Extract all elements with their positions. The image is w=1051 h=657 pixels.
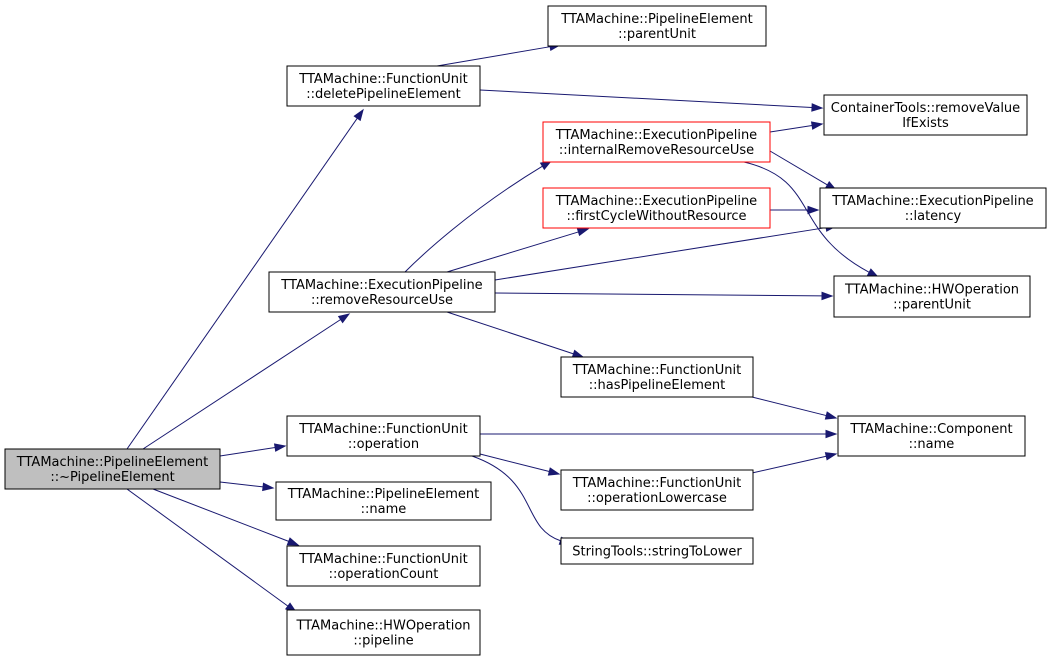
node-label-line: ::removeResourceUse <box>311 293 453 308</box>
node-label-line: TTAMachine::HWOperation <box>295 619 470 634</box>
node-label-line: TTAMachine::FunctionUnit <box>572 363 741 378</box>
node-label-line: StringTools::stringToLower <box>572 545 742 560</box>
edge-ep_internalRemoveResourceUse-to-ep_latency <box>769 150 838 191</box>
node-label-line: ::operationLowercase <box>587 491 727 506</box>
node-comp-name[interactable]: TTAMachine::Component::name <box>837 415 1026 457</box>
edges-layer <box>126 42 880 613</box>
node-label-line: TTAMachine::FunctionUnit <box>298 552 467 567</box>
node-fu-hasPipelineElement[interactable]: TTAMachine::FunctionUnit::hasPipelineEle… <box>560 356 754 398</box>
edge-fu_deletePipelineElement-to-ct_removeValueIfExists <box>479 89 824 112</box>
edge-ep_removeResourceUse-to-ep_internalRemoveResourceUse <box>404 160 553 273</box>
node-ep-internalRemoveResourceUse[interactable]: TTAMachine::ExecutionPipeline::internalR… <box>542 121 771 163</box>
edge-fu_operation-to-fu_operationLowercase <box>479 453 561 476</box>
node-label-line: ::parentUnit <box>893 298 971 313</box>
edge-ep_firstCycleWithoutResource-to-ep_latency <box>770 205 820 215</box>
edge-root-to-hwop_pipeline <box>126 488 298 613</box>
node-box <box>547 5 767 47</box>
node-fu-deletePipelineElement[interactable]: TTAMachine::FunctionUnit::deletePipeline… <box>286 65 481 107</box>
node-label-line: ::internalRemoveResourceUse <box>559 143 754 158</box>
node-hwop-parentUnit[interactable]: TTAMachine::HWOperation::parentUnit <box>833 275 1031 318</box>
edge-root-to-ep_removeResourceUse <box>142 313 351 450</box>
node-pe-parentUnit[interactable]: TTAMachine::PipelineElement::parentUnit <box>547 5 767 47</box>
node-label-line: ::pipeline <box>353 634 413 649</box>
node-label-line: TTAMachine::PipelineElement <box>560 12 752 27</box>
node-box <box>542 121 771 163</box>
edge-ep_removeResourceUse-to-fu_hasPipelineElement <box>446 311 585 358</box>
node-box <box>286 65 481 107</box>
node-fu-operationCount[interactable]: TTAMachine::FunctionUnit::operationCount <box>286 545 481 587</box>
node-box <box>542 187 771 229</box>
edge-fu_operationLowercase-to-comp_name <box>751 452 838 474</box>
edge-fu_hasPipelineElement-to-comp_name <box>751 396 838 420</box>
node-label-line: ::latency <box>905 209 962 224</box>
node-label-line: ::name <box>909 437 955 452</box>
node-hwop-pipeline[interactable]: TTAMachine::HWOperation::pipeline <box>286 609 481 656</box>
edge-fu_deletePipelineElement-to-pe_parentUnit <box>436 42 562 67</box>
node-root[interactable]: TTAMachine::PipelineElement::~PipelineEl… <box>4 448 221 490</box>
node-label-line: TTAMachine::PipelineElement <box>16 455 208 470</box>
edge-root-to-fu_deletePipelineElement <box>126 108 364 450</box>
node-box <box>286 609 481 656</box>
edge-root-to-fu_operation <box>219 443 287 457</box>
node-label-line: TTAMachine::PipelineElement <box>287 487 479 502</box>
node-fu-operationLowercase[interactable]: TTAMachine::FunctionUnit::operationLower… <box>560 469 754 511</box>
node-label-line: ::deletePipelineElement <box>306 87 460 102</box>
edge-ep_removeResourceUse-to-ep_firstCycleWithoutResource <box>446 227 590 273</box>
node-box <box>286 545 481 587</box>
edge-ep_internalRemoveResourceUse-to-ct_removeValueIfExists <box>769 121 824 133</box>
node-label-line: TTAMachine::ExecutionPipeline <box>555 128 757 143</box>
node-box <box>268 271 496 313</box>
node-label-line: TTAMachine::FunctionUnit <box>298 72 467 87</box>
node-label-line: TTAMachine::ExecutionPipeline <box>831 194 1033 209</box>
node-box <box>837 415 1026 457</box>
node-box <box>823 94 1028 136</box>
edge-ep_removeResourceUse-to-ep_latency <box>494 223 838 281</box>
edge-ep_removeResourceUse-to-hwop_parentUnit <box>494 291 834 301</box>
node-label-line: TTAMachine::ExecutionPipeline <box>280 278 482 293</box>
node-box <box>4 448 221 490</box>
node-box <box>560 469 754 511</box>
node-ep-removeResourceUse[interactable]: TTAMachine::ExecutionPipeline::removeRes… <box>268 271 496 313</box>
node-ep-firstCycleWithoutResource[interactable]: TTAMachine::ExecutionPipeline::firstCycl… <box>542 187 771 229</box>
node-label-line: TTAMachine::FunctionUnit <box>298 422 467 437</box>
node-label-line: TTAMachine::HWOperation <box>844 283 1019 298</box>
node-label-line: TTAMachine::ExecutionPipeline <box>555 194 757 209</box>
node-fu-operation[interactable]: TTAMachine::FunctionUnit::operation <box>286 415 481 457</box>
node-label-line: ::~PipelineElement <box>50 470 174 485</box>
nodes-layer: TTAMachine::PipelineElement::~PipelineEl… <box>4 5 1047 656</box>
edge-fu_operation-to-comp_name <box>480 429 838 439</box>
node-label-line: ::hasPipelineElement <box>589 378 725 393</box>
node-box <box>275 481 492 521</box>
node-label-line: TTAMachine::FunctionUnit <box>572 476 741 491</box>
node-label-line: ::name <box>361 502 407 517</box>
node-box <box>560 356 754 398</box>
edge-root-to-fu_operationCount <box>152 488 300 546</box>
node-box <box>833 275 1031 318</box>
edge-root-to-pe_name <box>219 481 275 492</box>
node-label-line: ::firstCycleWithoutResource <box>566 209 746 224</box>
node-label-line: ::parentUnit <box>618 27 696 42</box>
node-box <box>286 415 481 457</box>
node-label-line: ContainerTools::removeValue <box>831 101 1020 116</box>
node-st-stringToLower[interactable]: StringTools::stringToLower <box>560 537 754 565</box>
node-box <box>560 537 754 565</box>
node-label-line: IfExists <box>902 116 949 131</box>
node-ep-latency[interactable]: TTAMachine::ExecutionPipeline::latency <box>819 187 1047 229</box>
node-label-line: ::operationCount <box>329 567 439 582</box>
node-box <box>819 187 1047 229</box>
node-pe-name[interactable]: TTAMachine::PipelineElement::name <box>275 481 492 521</box>
node-label-line: TTAMachine::Component <box>849 422 1012 437</box>
node-label-line: ::operation <box>348 437 419 452</box>
